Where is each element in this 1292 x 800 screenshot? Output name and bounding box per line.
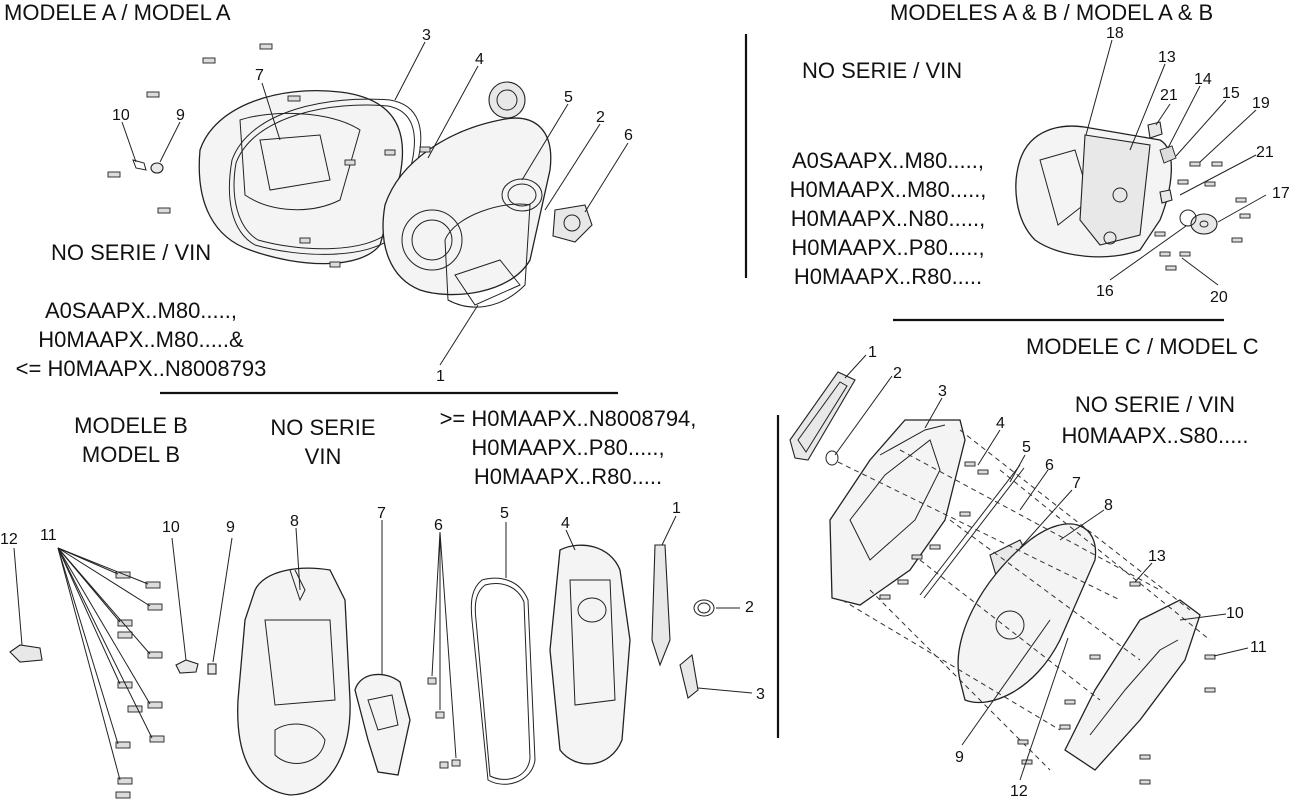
model-b-vin-line-2: H0MAAPX..P80....., xyxy=(471,435,665,460)
model-c-title: MODELE C / MODEL C xyxy=(1026,334,1259,359)
callout-8: 8 xyxy=(290,513,299,530)
callout-3: 3 xyxy=(756,686,765,703)
model-c-outer-cover-illustration xyxy=(1064,599,1201,771)
callout-7: 7 xyxy=(255,67,264,84)
model-a-vin-line-3: <= H0MAAPX..N8008793 xyxy=(15,356,267,381)
callout-10: 10 xyxy=(112,107,130,124)
callout-2: 2 xyxy=(745,599,754,616)
model-ab-vin-heading: NO SERIE / VIN xyxy=(802,58,963,83)
model-a-vin-line-2: H0MAAPX..M80.....& xyxy=(38,327,244,352)
model-b-callouts: 12 11 10 9 8 7 6 5 4 1 2 3 xyxy=(0,500,765,703)
callout-1: 1 xyxy=(672,500,681,517)
callout-2: 2 xyxy=(596,109,605,126)
callout-9: 9 xyxy=(176,107,185,124)
model-c-callouts: 1 2 3 4 5 6 7 8 13 10 11 9 12 xyxy=(868,344,1267,800)
callout-5: 5 xyxy=(500,505,509,522)
callout-14: 14 xyxy=(1194,71,1212,88)
callout-9: 9 xyxy=(226,519,235,536)
model-c-housing-illustration xyxy=(829,419,966,606)
model-a-title: MODELE A / MODEL A xyxy=(4,0,231,25)
model-a-callouts: 3 4 7 5 2 10 9 6 1 xyxy=(112,27,633,385)
model-c-gasket-illustration xyxy=(789,371,856,461)
callout-3: 3 xyxy=(422,27,431,44)
callout-6: 6 xyxy=(624,127,633,144)
callout-10: 10 xyxy=(162,519,180,536)
callout-1: 1 xyxy=(436,368,445,385)
model-ab-vin-line-1: A0SAAPX..M80....., xyxy=(792,148,984,173)
callout-21a: 21 xyxy=(1160,87,1178,104)
model-ab-callouts: 18 13 14 15 21 19 21 17 16 20 xyxy=(1096,25,1290,306)
callout-7: 7 xyxy=(377,505,386,522)
callout-12: 12 xyxy=(1010,783,1028,800)
model-c-parts xyxy=(789,354,1249,785)
small-gasket-illustration xyxy=(552,204,593,243)
model-b-parts xyxy=(9,515,753,799)
model-b-vin-label-line-2: VIN xyxy=(304,444,342,469)
callout-19: 19 xyxy=(1252,95,1270,112)
callout-17: 17 xyxy=(1272,185,1290,202)
callout-11: 11 xyxy=(40,527,57,544)
duct-illustration xyxy=(354,673,411,776)
callout-8: 8 xyxy=(1104,497,1113,514)
model-ab-title: MODELES A & B / MODEL A & B xyxy=(890,0,1214,25)
callout-5: 5 xyxy=(564,89,573,106)
callout-21b: 21 xyxy=(1256,144,1274,161)
callout-16: 16 xyxy=(1096,283,1114,300)
inner-cover-illustration xyxy=(382,117,552,296)
callout-4: 4 xyxy=(996,415,1005,432)
model-a-vin-heading: NO SERIE / VIN xyxy=(51,240,212,265)
model-ab-vin-line-3: H0MAAPX..N80....., xyxy=(790,206,986,231)
callout-3: 3 xyxy=(938,383,947,400)
callout-20: 20 xyxy=(1210,289,1228,306)
callout-9: 9 xyxy=(955,749,964,766)
model-a-vin-line-1: A0SAAPX..M80....., xyxy=(45,298,237,323)
model-b-title-line-1: MODELE B xyxy=(74,413,188,438)
callout-10: 10 xyxy=(1226,605,1244,622)
callout-5: 5 xyxy=(1022,439,1031,456)
model-c-vin-heading: NO SERIE / VIN xyxy=(1074,392,1236,417)
model-b-cover-illustration xyxy=(237,567,351,796)
model-c-plate-illustration xyxy=(957,523,1097,704)
callout-11: 11 xyxy=(1250,639,1267,656)
belt-loop-illustration xyxy=(470,577,536,785)
model-ab-vin-line-4: H0MAAPX..P80....., xyxy=(791,235,985,260)
callout-18: 18 xyxy=(1106,25,1124,42)
callout-7: 7 xyxy=(1072,475,1081,492)
model-b-vin-label-line-1: NO SERIE xyxy=(270,415,376,440)
callout-4: 4 xyxy=(561,515,570,532)
callout-12: 12 xyxy=(0,531,18,548)
callout-13: 13 xyxy=(1158,49,1176,66)
callout-13: 13 xyxy=(1148,548,1166,565)
model-b-vin-line-3: H0MAAPX..R80..... xyxy=(473,464,663,489)
callout-1: 1 xyxy=(868,344,877,361)
model-c-vin-line-1: H0MAAPX..S80..... xyxy=(1061,423,1249,448)
model-b-inner-cover-illustration xyxy=(549,544,631,765)
model-b-vin-line-1: >= H0MAAPX..N8008794, xyxy=(439,406,697,431)
callout-2: 2 xyxy=(893,365,902,382)
callout-6: 6 xyxy=(434,517,443,534)
callout-6: 6 xyxy=(1045,457,1054,474)
callout-15: 15 xyxy=(1222,85,1240,102)
model-ab-vin-line-5: H0MAAPX..R80..... xyxy=(793,264,983,289)
callout-4: 4 xyxy=(475,51,484,68)
model-a-parts xyxy=(107,41,629,366)
model-ab-vin-line-2: H0MAAPX..M80....., xyxy=(789,177,987,202)
model-ab-parts xyxy=(1015,39,1267,286)
model-b-title-line-2: MODEL B xyxy=(81,442,181,467)
